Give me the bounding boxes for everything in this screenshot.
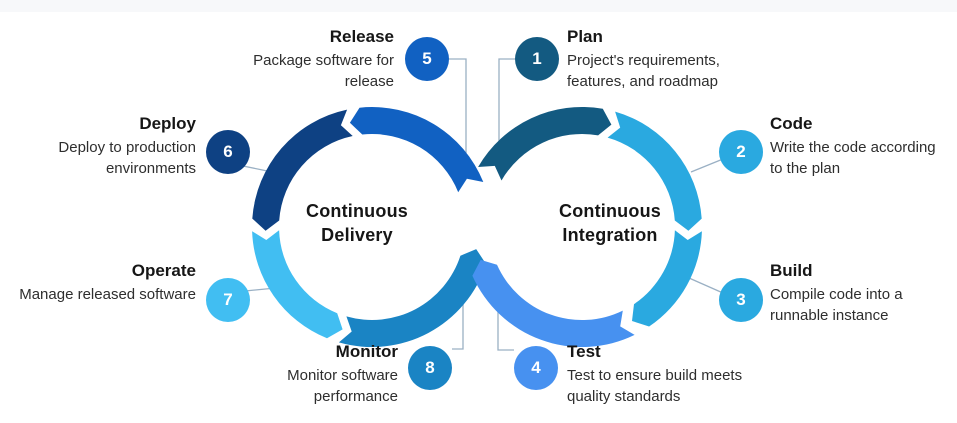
stage-operate: Operate Manage released software — [0, 260, 196, 305]
connector-5 — [449, 58, 467, 153]
band-code — [607, 111, 702, 231]
stage-number-badge-5: 5 — [405, 37, 449, 81]
stage-monitor-description: Monitor software performance — [287, 367, 398, 405]
stage-number-badge-8: 8 — [408, 346, 452, 390]
right-loop-title: Continuous Integration — [559, 201, 661, 245]
connector-4 — [497, 309, 514, 351]
stage-number-badge-2: 2 — [719, 130, 763, 174]
stage-build-label: Build — [770, 261, 813, 280]
stage-release-label: Release — [329, 27, 394, 46]
stage-deploy-label: Deploy — [139, 114, 196, 133]
stage-release: Release Package software for release — [219, 26, 394, 92]
stage-code-description: Write the code according to the plan — [770, 139, 936, 177]
stage-number-badge-1: 1 — [515, 37, 559, 81]
stage-operate-label: Operate — [131, 261, 196, 280]
connector-1 — [498, 58, 515, 143]
stage-release-description: Package software for release — [253, 52, 394, 90]
stage-plan-description: Project's requirements, features, and ro… — [567, 52, 720, 90]
stage-test-description: Test to ensure build meets quality stand… — [567, 367, 743, 405]
stage-code-label: Code — [770, 114, 813, 133]
band-plan — [478, 106, 612, 181]
band-monitor — [338, 249, 487, 348]
stage-test: Test Test to ensure build meets quality … — [567, 341, 777, 407]
stage-deploy: Deploy Deploy to production environments — [21, 113, 196, 179]
page-top-strip — [0, 0, 957, 12]
stage-operate-description: Manage released software — [19, 286, 196, 303]
stage-test-label: Test — [567, 342, 601, 361]
stage-monitor: Monitor Monitor software performance — [238, 341, 398, 407]
connector-2 — [690, 158, 724, 173]
stage-number-badge-6: 6 — [206, 130, 250, 174]
stage-plan-label: Plan — [567, 27, 603, 46]
stage-number-badge-4: 4 — [514, 346, 558, 390]
stage-number-badge-3: 3 — [719, 278, 763, 322]
band-deploy — [252, 109, 353, 231]
stage-number-badge-7: 7 — [206, 278, 250, 322]
stage-build: Build Compile code into a runnable insta… — [770, 260, 955, 326]
band-release — [349, 107, 484, 193]
connector-8 — [452, 303, 464, 350]
stage-plan: Plan Project's requirements, features, a… — [567, 26, 767, 92]
band-test — [472, 259, 635, 348]
stage-monitor-label: Monitor — [335, 342, 398, 361]
stage-deploy-description: Deploy to production environments — [58, 139, 196, 177]
band-build — [632, 230, 702, 327]
left-loop-title: Continuous Delivery — [306, 201, 408, 245]
connector-3 — [688, 277, 724, 294]
stage-code: Code Write the code according to the pla… — [770, 113, 957, 179]
band-operate — [252, 230, 343, 339]
stage-build-description: Compile code into a runnable instance — [770, 286, 903, 324]
